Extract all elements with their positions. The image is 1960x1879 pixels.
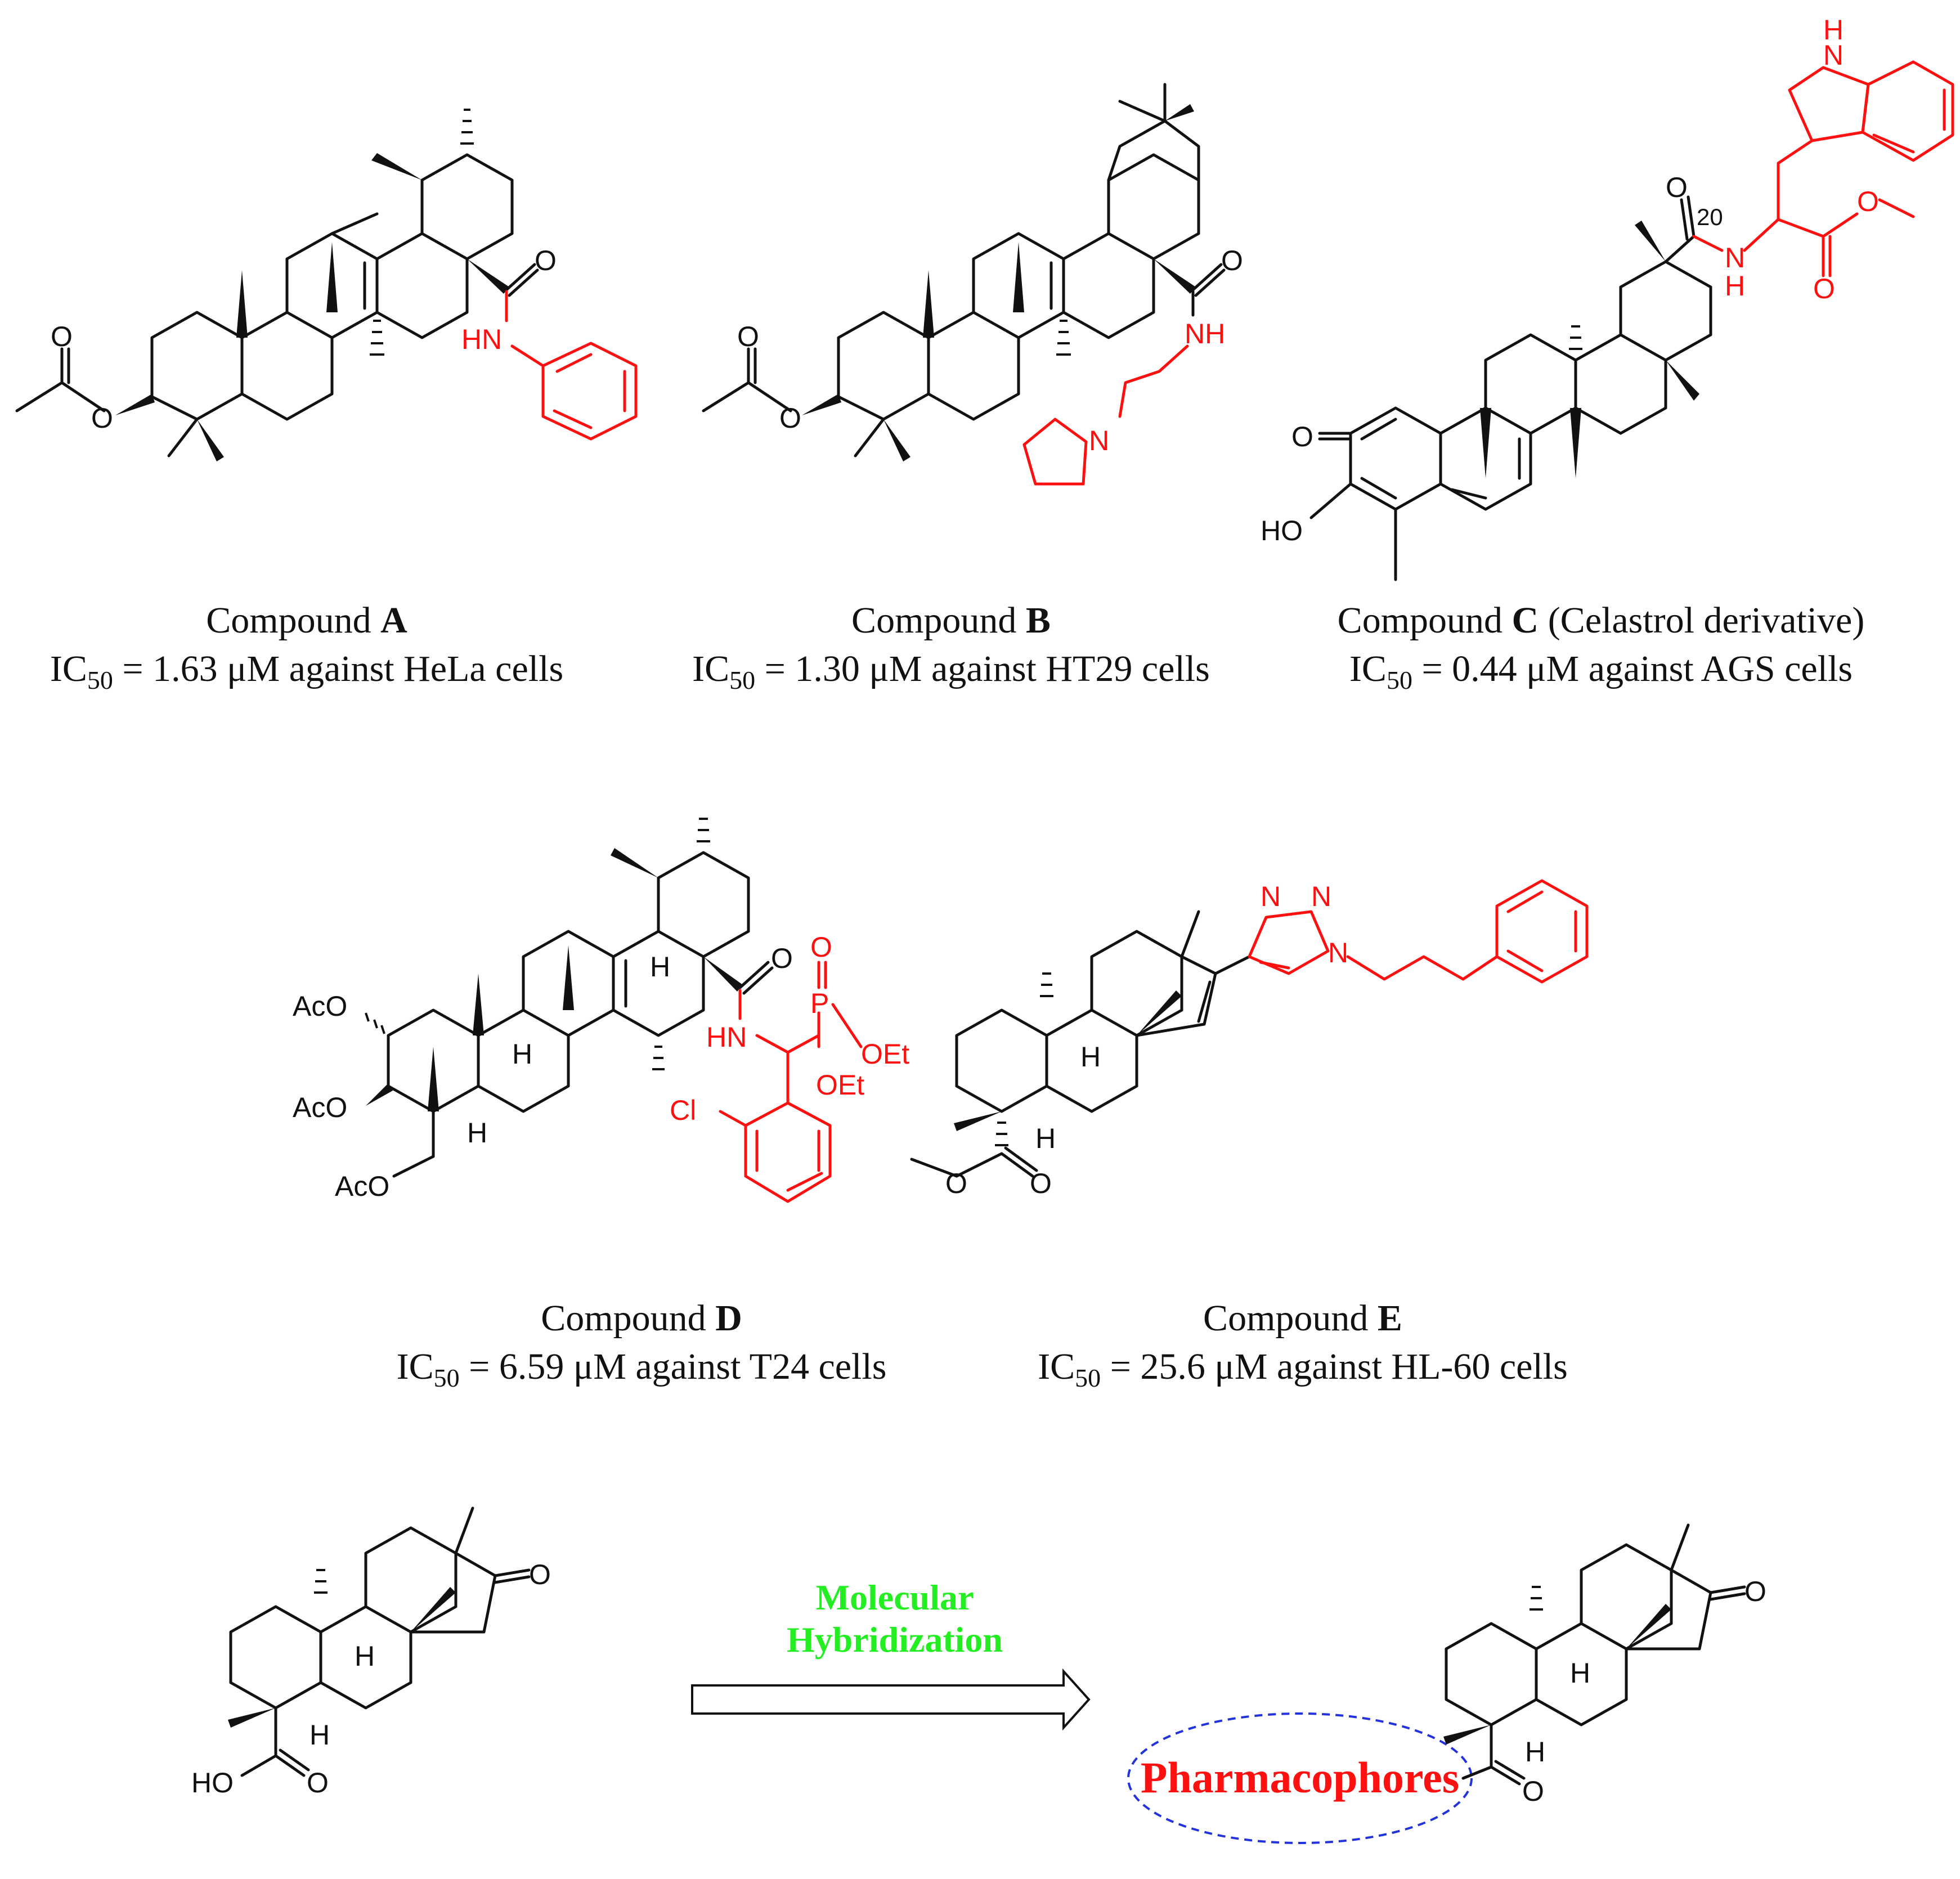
open-arrow-icon (691, 1668, 1091, 1731)
atom-o: O (1291, 421, 1313, 452)
caption-prefix: Compound (541, 1298, 716, 1339)
atom-o: O (737, 321, 759, 352)
atom-h: H (1570, 1657, 1590, 1689)
atom-h: H (1725, 270, 1745, 302)
atom-n: N (1328, 937, 1348, 968)
compound-a-structure: O O O HN (15, 109, 638, 461)
atom-n: N (1089, 425, 1109, 456)
atom-o: O (1030, 1168, 1052, 1199)
atom-o: O (779, 402, 801, 434)
arrow-label-line2: Hybridization (787, 1620, 1003, 1660)
ic-lead: IC (692, 648, 730, 689)
compound-e-structure: O O H H N N N (910, 879, 1589, 1199)
compound-letter: C (1512, 600, 1539, 641)
hybridization-arrow: Molecular Hybridization (691, 1577, 1091, 1731)
ic-subscript: 50 (87, 666, 113, 694)
ic-subscript: 50 (433, 1364, 460, 1392)
atom-h-indole: H (1823, 14, 1844, 46)
arrow-label-line1: Molecular (816, 1577, 974, 1617)
atom-n: N (1725, 242, 1745, 273)
atom-h: H (1525, 1736, 1545, 1768)
atom-o: O (535, 245, 557, 276)
compound-letter: A (380, 600, 407, 641)
atom-aco: AcO (293, 990, 347, 1022)
atom-o: O (945, 1168, 967, 1199)
caption-prefix: Compound (1203, 1298, 1378, 1339)
ic-lead: IC (1349, 648, 1387, 689)
compound-d-structure: AcO AcO AcO H H H O HN P O OEt (293, 818, 909, 1203)
atom-oet: OEt (816, 1069, 864, 1101)
atom-h: H (310, 1719, 330, 1751)
atom-o: O (529, 1559, 551, 1590)
ic-subscript: 50 (1075, 1364, 1101, 1392)
caption-prefix: Compound (1337, 600, 1512, 641)
ic-lead: IC (50, 648, 87, 689)
atom-h: H (467, 1117, 487, 1149)
ic-subscript: 50 (729, 666, 756, 694)
caption-compound-a: Compound A IC50 = 1.63 μM against HeLa c… (0, 597, 613, 693)
atom-cl: Cl (670, 1095, 696, 1126)
atom-oet: OEt (861, 1038, 909, 1070)
caption-compound-b: Compound B IC50 = 1.30 μM against HT29 c… (653, 597, 1249, 693)
ic-lead: IC (396, 1346, 434, 1387)
pharmacophores-group: Pharmacophores (1127, 1712, 1473, 1844)
caption-prefix: Compound (206, 600, 381, 641)
atom-h: H (1080, 1041, 1101, 1073)
caption-compound-c: Compound C (Celastrol derivative) IC50 =… (1277, 597, 1925, 693)
compound-letter: E (1377, 1298, 1402, 1339)
atom-o: O (1744, 1576, 1766, 1607)
atom-o: O (51, 321, 73, 352)
label-twenty: 20 (1697, 204, 1723, 230)
caption-suffix: (Celastrol derivative) (1539, 600, 1865, 641)
atom-hn: HN (706, 1021, 747, 1053)
ic-lead: IC (1038, 1346, 1075, 1387)
steviol-ketone-structure: HO O H H O (191, 1506, 551, 1799)
atom-n: N (1261, 881, 1281, 912)
atom-o: O (1857, 186, 1879, 217)
atom-n-indole: N (1823, 39, 1844, 71)
atom-o: O (1522, 1775, 1544, 1807)
compound-letter: D (715, 1298, 742, 1339)
atom-o: O (810, 931, 832, 963)
atom-o: O (307, 1767, 329, 1799)
atom-h: H (650, 951, 670, 983)
atom-aco: AcO (293, 1092, 347, 1123)
pharmacophores-label: Pharmacophores (1141, 1753, 1459, 1802)
caption-compound-e: Compound E IC50 = 25.6 μM against HL-60 … (979, 1294, 1626, 1391)
atom-nh: NH (1185, 318, 1225, 349)
atom-ho: HO (1261, 515, 1303, 546)
ic-subscript: 50 (1386, 666, 1412, 694)
atom-ho: HO (191, 1767, 234, 1799)
atom-n: N (1311, 881, 1331, 912)
caption-compound-d: Compound D IC50 = 6.59 μM against T24 ce… (338, 1294, 945, 1391)
atom-h: H (512, 1038, 532, 1070)
atom-aco: AcO (335, 1171, 389, 1202)
compound-b-structure: O O O NH N (702, 83, 1243, 486)
compound-c-structure: O HO O 20 N H O O (1261, 14, 1954, 581)
ic-value: = 1.63 μM against HeLa cells (113, 648, 564, 689)
atom-o: O (1666, 172, 1688, 203)
ic-value: = 6.59 μM against T24 cells (459, 1346, 887, 1387)
atom-o: O (1221, 245, 1243, 276)
atom-h: H (355, 1640, 375, 1672)
pharmacophores-ellipse (1127, 1712, 1473, 1844)
atom-h: H (1035, 1123, 1056, 1154)
atom-o: O (91, 402, 113, 434)
ic-value: = 0.44 μM against AGS cells (1412, 648, 1853, 689)
product-structure: O H H O (1443, 1523, 1766, 1807)
caption-prefix: Compound (851, 600, 1026, 641)
compound-letter: B (1025, 600, 1051, 641)
atom-o: O (1813, 273, 1835, 304)
ic-value: = 1.30 μM against HT29 cells (755, 648, 1210, 689)
atom-hn: HN (461, 324, 502, 355)
ic-value: = 25.6 μM against HL-60 cells (1101, 1346, 1568, 1387)
atom-o: O (771, 943, 793, 974)
